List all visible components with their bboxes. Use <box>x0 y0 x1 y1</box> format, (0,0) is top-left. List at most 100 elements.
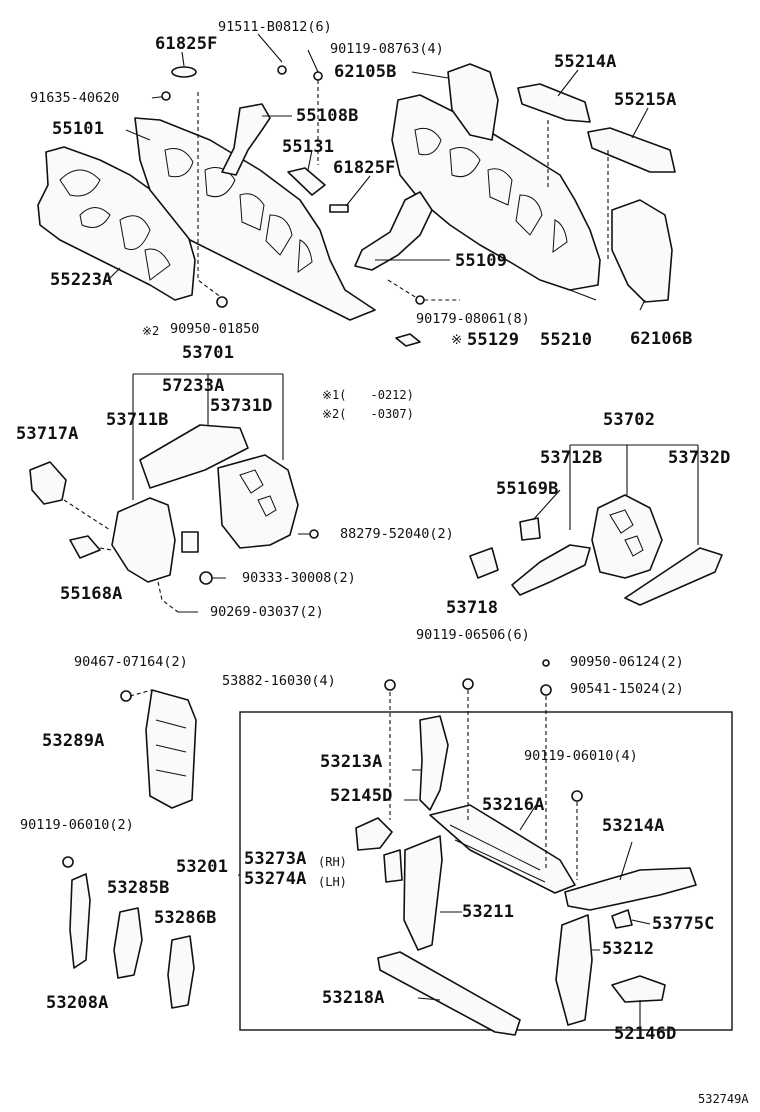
part-55129-bracket <box>395 333 421 347</box>
label-55223A: 55223A <box>50 270 113 290</box>
label-90467-07164: 90467-07164(2) <box>74 654 188 670</box>
bolt-91635 <box>161 91 171 101</box>
label-53712B: 53712B <box>540 448 603 468</box>
bolt-91511 <box>277 65 287 75</box>
label-53775C: 53775C <box>652 914 715 934</box>
part-53216A-support <box>429 804 576 894</box>
label-53201: 53201 <box>176 857 229 877</box>
label-91635-40620: 91635-40620 <box>30 90 120 106</box>
illustration-reference-number: 532749A <box>698 1092 749 1106</box>
label-90119-08763: 90119-08763(4) <box>330 41 444 57</box>
label-53211: 53211 <box>462 902 515 922</box>
label-53718: 53718 <box>446 598 499 618</box>
part-55109-reinforcement <box>354 191 433 271</box>
label-55131: 55131 <box>282 137 335 157</box>
bolt-90119-06506 <box>462 678 474 690</box>
clip-90333 <box>199 571 213 585</box>
clip-53882 <box>384 679 396 691</box>
part-53712B-apron <box>511 544 591 596</box>
label-mark-55129: ※ <box>451 332 463 348</box>
label-55215A: 55215A <box>614 90 677 110</box>
part-55131-bracket <box>287 167 326 196</box>
nut-90179 <box>415 295 425 305</box>
label-53717A: 53717A <box>16 424 79 444</box>
label-62105B: 62105B <box>334 62 397 82</box>
part-55169B-bracket <box>519 517 541 541</box>
part-53717A-bracket <box>29 461 67 505</box>
label-53286B: 53286B <box>154 908 217 928</box>
part-53775C-bracket <box>611 909 633 929</box>
label-53274A-lh: (LH) <box>318 875 347 889</box>
clip-90950-01850 <box>216 296 228 308</box>
part-55108B-brace <box>221 103 271 176</box>
label-52145D: 52145D <box>330 786 393 806</box>
part-53731D-apron <box>217 454 299 549</box>
part-53718-bracket <box>469 547 499 579</box>
label-61825F-top: 61825F <box>155 34 218 54</box>
label-53218A: 53218A <box>322 988 385 1008</box>
bolt-90541 <box>540 684 552 696</box>
part-clip-mid-left <box>181 531 199 553</box>
label-90119-06506: 90119-06506(6) <box>416 627 530 643</box>
radiator-support-group-box <box>239 711 733 1031</box>
label-90333-30008: 90333-30008(2) <box>242 570 356 586</box>
label-55214A: 55214A <box>554 52 617 72</box>
label-note-2: ※2( -0307) <box>322 407 414 421</box>
part-55168A-bracket <box>69 535 101 559</box>
label-90950-01850: 90950-01850 <box>170 321 260 337</box>
label-52146D: 52146D <box>614 1024 677 1044</box>
part-55214A-panel <box>517 83 591 123</box>
part-62105B-panel <box>447 63 499 141</box>
bolt-90119-06010-left <box>62 856 74 868</box>
part-61825F-seal-top <box>171 66 197 78</box>
part-53211-support <box>403 835 443 951</box>
label-90950-06124: 90950-06124(2) <box>570 654 684 670</box>
label-55210: 55210 <box>540 330 593 350</box>
label-91511-B0812: 91511-B0812(6) <box>218 19 332 35</box>
label-mark-2: ※2 <box>142 324 160 338</box>
label-53273A: 53273A <box>244 849 307 869</box>
label-53274A: 53274A <box>244 869 307 889</box>
label-53214A: 53214A <box>602 816 665 836</box>
part-53286B-bracket <box>167 935 195 1009</box>
part-53212-support <box>555 914 593 1026</box>
label-61825F-mid: 61825F <box>333 158 396 178</box>
label-90119-06010-right: 90119-06010(4) <box>524 748 638 764</box>
label-53216A: 53216A <box>482 795 545 815</box>
part-52145D-bracket <box>355 817 393 851</box>
label-53213A: 53213A <box>320 752 383 772</box>
part-53285B-bracket <box>113 907 143 979</box>
part-55215A-panel <box>587 127 676 173</box>
part-55223A-silencer <box>37 146 196 301</box>
label-53289A: 53289A <box>42 731 105 751</box>
part-53702-member <box>624 547 723 606</box>
part-53218A-support <box>377 951 521 1036</box>
part-61825F-seal-mid <box>329 204 349 213</box>
label-55169B: 55169B <box>496 479 559 499</box>
part-53273A-bracket <box>383 849 403 883</box>
label-55168A: 55168A <box>60 584 123 604</box>
label-90269-03037: 90269-03037(2) <box>210 604 324 620</box>
bolt-90467 <box>120 690 132 702</box>
label-note-1: ※1( -0212) <box>322 388 414 402</box>
label-55108B: 55108B <box>296 106 359 126</box>
part-53214A-support <box>564 867 697 911</box>
label-53702: 53702 <box>603 410 656 430</box>
label-53273A-rh: (RH) <box>318 855 347 869</box>
label-53882-16030: 53882-16030(4) <box>222 673 336 689</box>
part-53711B-apron <box>111 497 176 583</box>
label-57233A: 57233A <box>162 376 225 396</box>
label-90179-08061: 90179-08061(8) <box>416 311 530 327</box>
part-53213A-support <box>419 715 449 811</box>
part-62106B-panel <box>611 199 673 303</box>
part-53208A-bracket <box>69 873 91 969</box>
label-55101: 55101 <box>52 119 105 139</box>
label-90119-06010-left: 90119-06010(2) <box>20 817 134 833</box>
label-53285B: 53285B <box>107 878 170 898</box>
label-53711B: 53711B <box>106 410 169 430</box>
part-53732D-apron <box>591 494 663 579</box>
label-53701: 53701 <box>182 343 235 363</box>
part-57233A-member <box>139 424 249 489</box>
